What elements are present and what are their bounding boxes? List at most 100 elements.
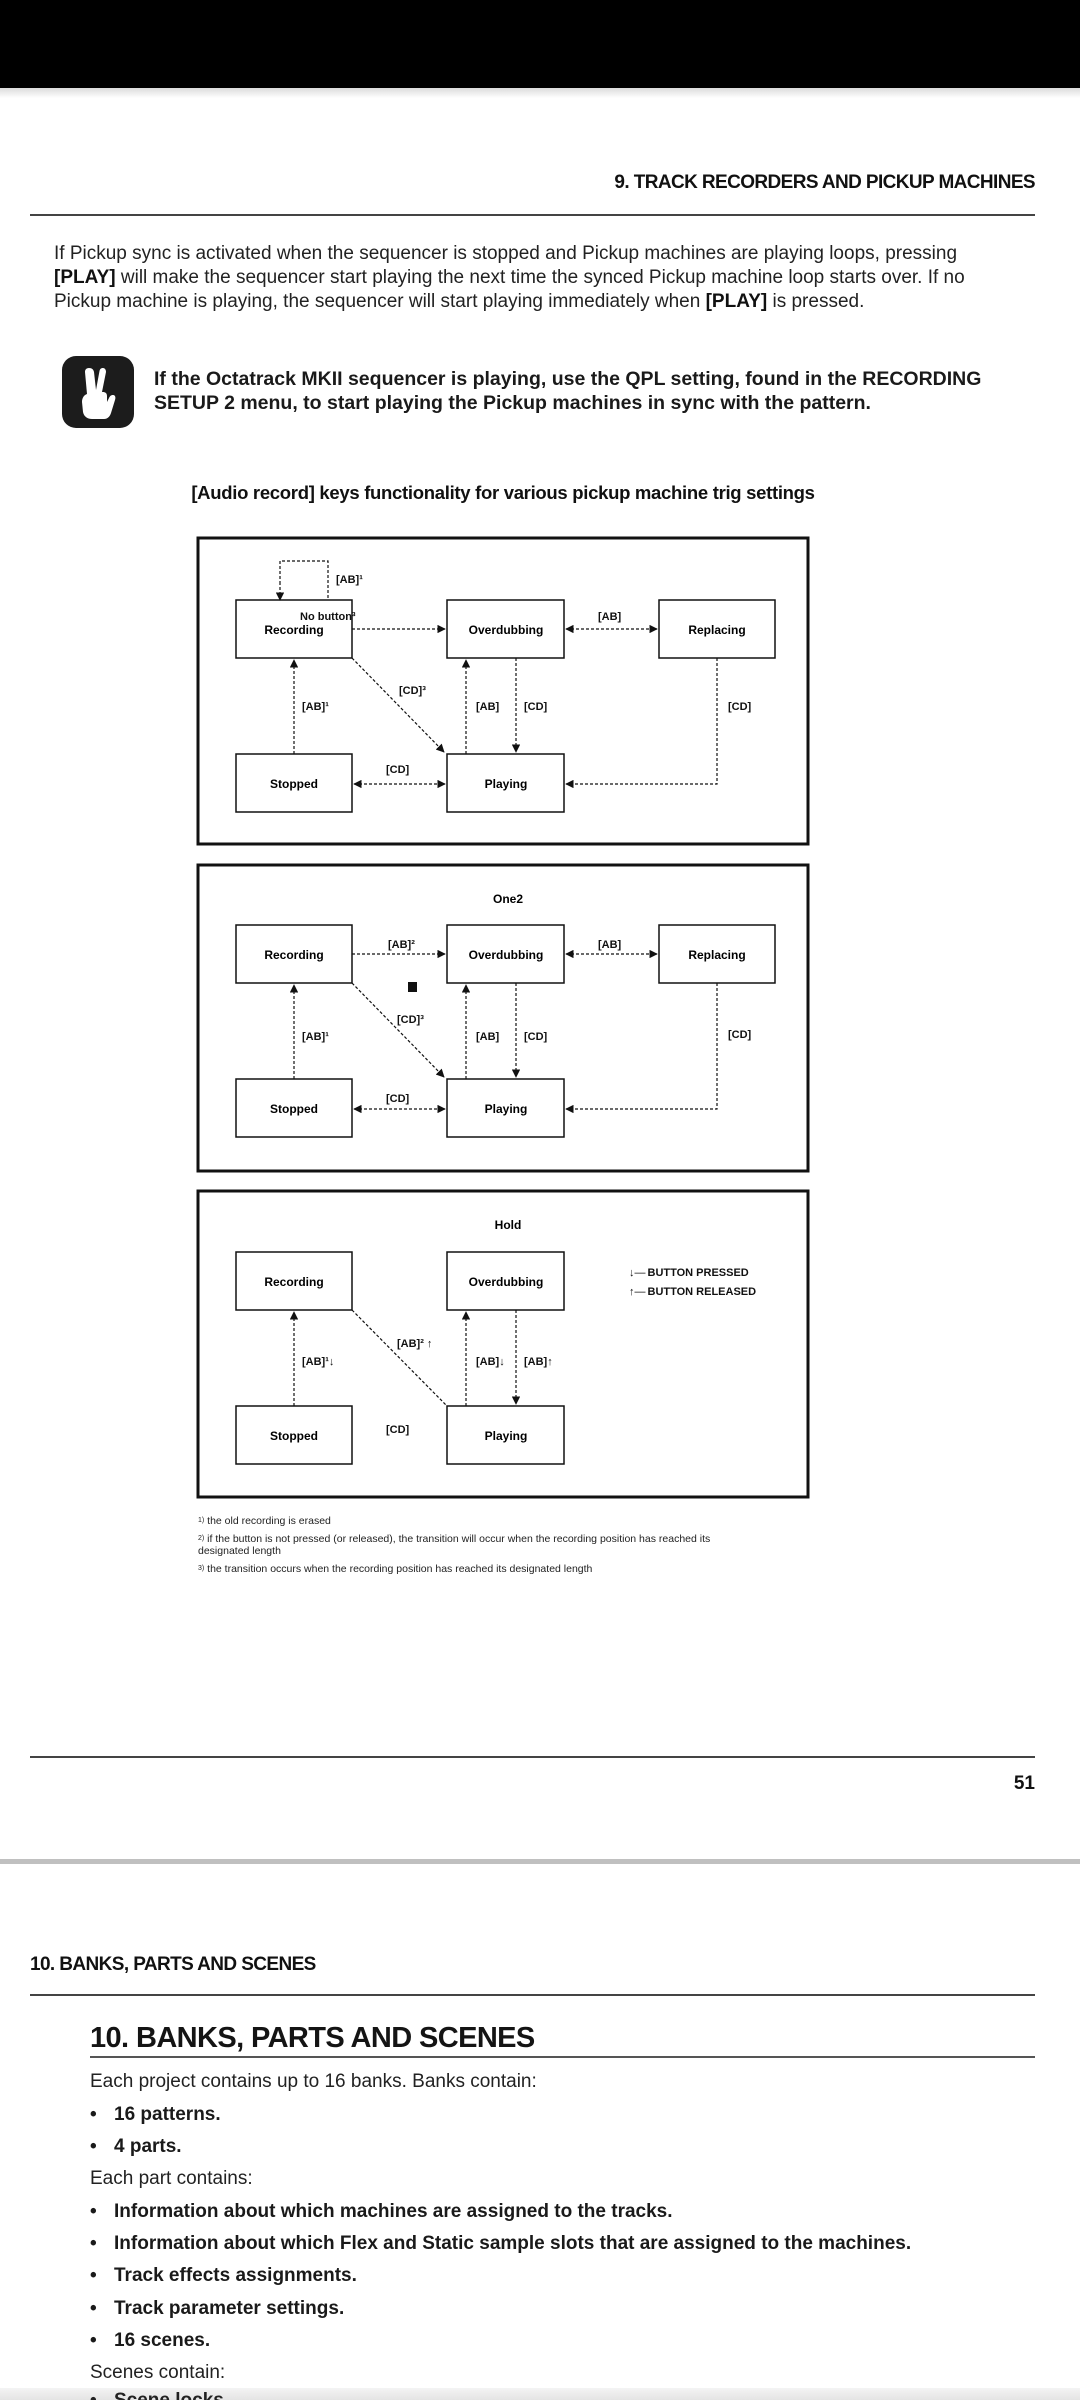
svg-text:Recording: Recording [264,623,323,637]
tip-note-text: If the Octatrack MKII sequencer is playi… [154,368,982,414]
label-play-to-overdub: [AB]↓ [476,1356,505,1368]
svg-text:Overdubbing: Overdubbing [469,1275,544,1289]
page-number: 51 [1013,1773,1035,1794]
state-box-replacing: Replacing [658,599,776,659]
state-diagram-hold: Hold Recording Overdubbing Stopped Playi… [196,1189,810,1499]
svg-text:Playing: Playing [485,1102,528,1116]
key-label: [PLAY] [54,267,116,288]
bottom-nav-shadow [0,2388,1080,2400]
label-stop-play: [CD] [386,764,410,776]
figure-title: [Audio record] keys functionality for va… [191,482,815,503]
label-overdub-replace: [AB] [598,939,622,951]
svg-text:Stopped: Stopped [270,1429,318,1443]
toolbar-shadow [0,88,1080,98]
label-play-to-overdub: [AB] [476,1031,500,1043]
label-rec-to-play: [AB]² ↑ [397,1338,432,1350]
label-stop-to-rec: [AB]¹ [302,701,329,713]
list-item: •Information about which Flex and Static… [90,2233,912,2254]
line-rec-to-play [351,1309,448,1407]
state-box-overdubbing: Overdubbing [446,924,565,984]
legend-released: ↑—BUTTON RELEASED [629,1286,756,1298]
legend-pressed: ↓—BUTTON PRESSED [629,1267,749,1279]
heading-rule [90,2056,1035,2058]
paragraph-text: is pressed. [767,291,865,312]
list-item: •Information about which machines are as… [90,2201,673,2222]
label-overdub-to-play: [CD] [524,1031,548,1043]
running-head-page-51: 9. TRACK RECORDERS AND PICKUP MACHINES [614,172,1035,193]
arrow-replace-to-play [565,983,718,1114]
footer-rule [30,1756,1035,1758]
scenes-intro: Scenes contain: [90,2362,226,2383]
list-item: •16 patterns. [90,2104,221,2125]
footnote-2: 2) if the button is not pressed (or rele… [198,1533,711,1557]
svg-text:Recording: Recording [264,948,323,962]
diagram-frame [196,863,810,1173]
running-head-page-52: 10. BANKS, PARTS AND SCENES [30,1954,316,1975]
page-separator [0,1859,1080,1864]
footnote-1: 1) the old recording is erased [198,1515,331,1527]
arrow-rec-to-play [351,657,445,753]
label-rec-to-play: [CD]³ [399,685,426,697]
paragraph-text: If Pickup sync is activated when the seq… [54,243,958,264]
svg-text:Overdubbing: Overdubbing [469,948,544,962]
diagram-frame [196,1189,810,1499]
arrow-replace-to-play [565,658,718,789]
footnotes: 1) the old recording is erased 2) if the… [198,1515,738,1581]
arrow-rec-self-loop [279,560,329,600]
legend: ↓—BUTTON PRESSED ↑—BUTTON RELEASED [629,1267,756,1298]
label-stop-play: [CD] [386,1093,410,1105]
pickup-sync-paragraph: If Pickup sync is activated when the seq… [54,242,984,314]
key-label: [PLAY] [705,291,768,312]
label-rec-to-overdub: No button³ [300,611,356,623]
svg-text:Stopped: Stopped [270,1102,318,1116]
state-box-overdubbing: Overdubbing [446,599,565,659]
state-box-stopped: Stopped [235,753,353,813]
label-overdub-replace: [AB] [598,611,622,623]
label-stop-to-rec: [AB]¹ [302,1031,329,1043]
state-box-recording: Recording [235,599,353,659]
svg-text:Playing: Playing [485,1429,528,1443]
list-item: •Track parameter settings. [90,2298,345,2319]
diagram-frame [196,536,810,846]
status-bar [0,0,1080,88]
state-box-playing: Playing [446,1405,565,1465]
label-play-to-overdub: [AB] [476,701,500,713]
list-item: •Track effects assignments. [90,2265,357,2286]
state-box-recording: Recording [235,924,353,984]
diagram-title-one2: One2 [493,892,523,906]
stray-marker [408,982,417,992]
svg-text:Replacing: Replacing [688,623,745,637]
diagram-svg-1: Recording Overdubbing Replacing Stopped … [196,536,810,846]
label-replace-to-play: [CD] [728,701,752,713]
state-diagram-default: Recording Overdubbing Replacing Stopped … [196,536,810,846]
state-diagram-one2: One2 Recording Overdubbing Replacing Sto… [196,863,810,1173]
state-box-playing: Playing [446,753,565,813]
diagram-svg-2: One2 Recording Overdubbing Replacing Sto… [196,863,810,1173]
list-item-cut-off: •Scene locks [90,2391,224,2400]
hand-peace-icon [62,356,134,428]
svg-text:Playing: Playing [485,777,528,791]
label-rec-to-overdub: [AB]² [388,939,415,951]
state-box-recording: Recording [235,1251,353,1311]
paragraph-text: will make the sequencer start playing th… [54,267,965,312]
label-stop-to-rec: [AB]¹↓ [302,1356,334,1368]
list-item: •16 scenes. [90,2330,211,2351]
label-overdub-to-play: [AB]↑ [524,1356,553,1368]
state-box-playing: Playing [446,1078,565,1138]
part-intro: Each part contains: [90,2168,253,2189]
label-rec-self: [AB]¹ [336,574,363,586]
arrow-rec-to-play [351,982,445,1078]
state-box-replacing: Replacing [658,924,776,984]
svg-text:Overdubbing: Overdubbing [469,623,544,637]
label-replace-to-play: [CD] [728,1029,752,1041]
state-box-stopped: Stopped [235,1078,353,1138]
label-rec-to-play: [CD]³ [397,1014,424,1026]
label-overdub-to-play: [CD] [524,701,548,713]
svg-text:Recording: Recording [264,1275,323,1289]
header-rule [30,214,1035,216]
chapter-heading: 10. BANKS, PARTS AND SCENES [90,2022,535,2054]
svg-text:Replacing: Replacing [688,948,745,962]
label-stop-play: [CD] [386,1424,410,1436]
diagram-title-hold: Hold [495,1218,522,1232]
footnote-3: 3) the transition occurs when the record… [198,1563,593,1575]
